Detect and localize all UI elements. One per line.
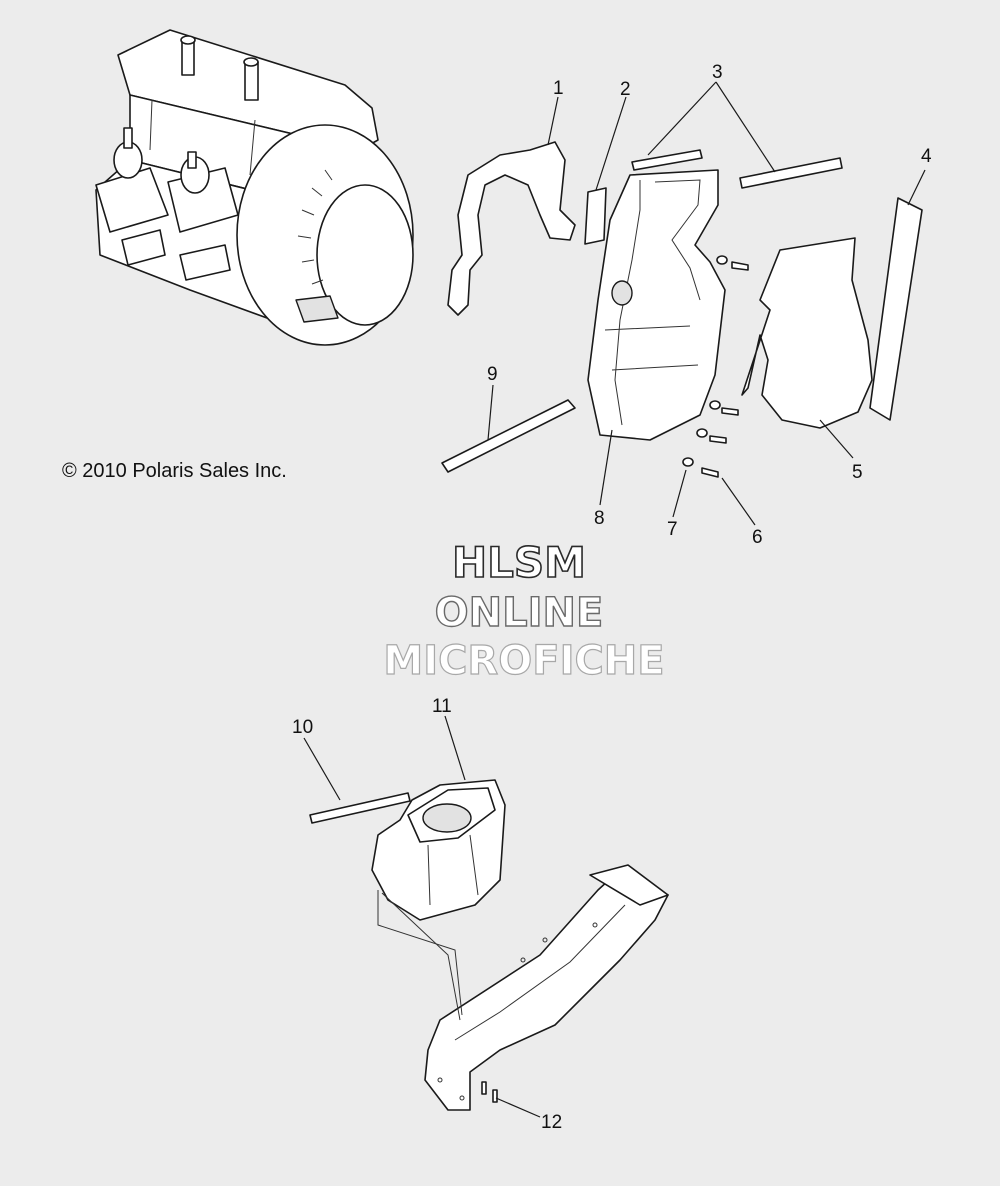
part-1-seal: [447, 141, 576, 316]
callout-labels: 1 2 3 4 5 6 7 8 9 10 11 12: [292, 62, 932, 1133]
callout-12: 12: [541, 1112, 562, 1133]
leader-lines: [303, 81, 926, 1118]
part-2-pad: [584, 187, 607, 245]
callout-7: 7: [667, 519, 678, 540]
callout-4: 4: [921, 146, 932, 167]
callout-1: 1: [553, 78, 564, 99]
callout-10: 10: [292, 717, 313, 738]
part-5-panel: [741, 237, 873, 429]
callout-2: 2: [620, 79, 631, 100]
copyright-text: © 2010 Polaris Sales Inc.: [62, 460, 287, 482]
watermark-line-1: HLSM: [452, 538, 586, 587]
engine-assembly: [95, 29, 414, 346]
callout-8: 8: [594, 508, 605, 529]
callout-5: 5: [852, 462, 863, 483]
part-3-strips: [631, 149, 843, 189]
callout-6: 6: [752, 527, 763, 548]
part-8-cover: [587, 169, 726, 441]
callout-11: 11: [432, 696, 452, 717]
watermark: HLSM ONLINE MICROFICHE: [383, 537, 665, 684]
part-9-strip: [441, 399, 576, 473]
part-12-bracket: [377, 864, 669, 1111]
fasteners-6-7: [682, 255, 749, 478]
part-4-pad: [869, 197, 923, 421]
callout-9: 9: [487, 364, 498, 385]
part-10-strip: [309, 792, 411, 824]
callout-3: 3: [712, 62, 723, 83]
part-11-airbox: [371, 779, 506, 921]
watermark-line-2: ONLINE: [435, 590, 604, 636]
watermark-line-3: MICROFICHE: [383, 638, 664, 684]
